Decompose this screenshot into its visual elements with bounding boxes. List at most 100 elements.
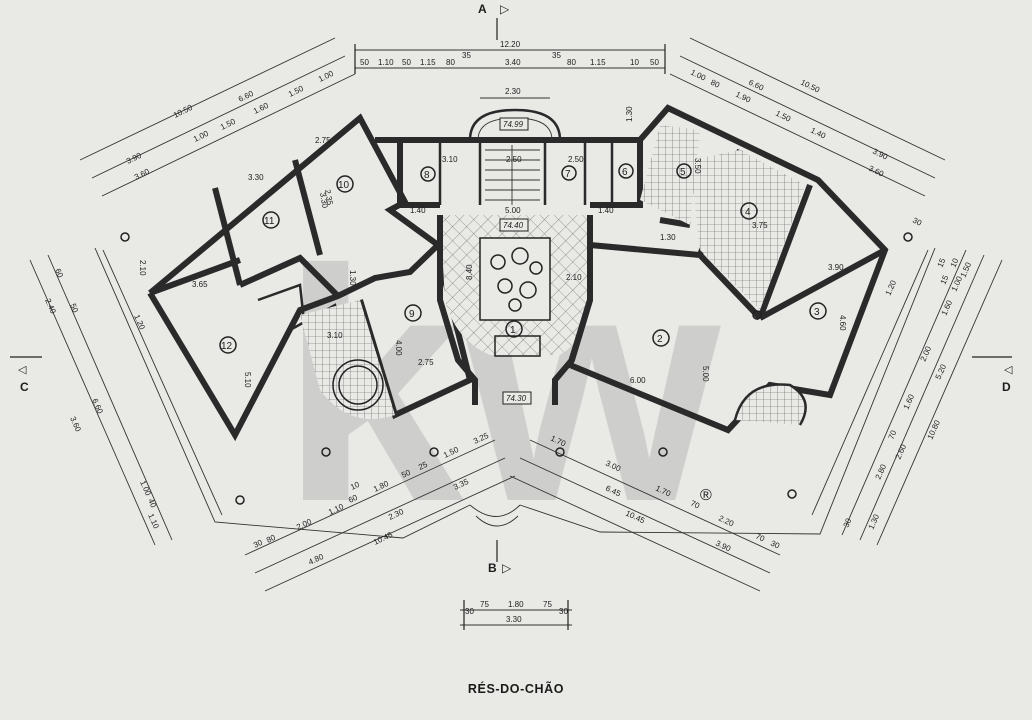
level-mark-stair: 74.99	[503, 120, 524, 129]
level-marks: 74.99 74.40 74.30	[499, 117, 532, 405]
dim-right-top: 3.90	[871, 147, 889, 162]
dim-top-seg: 1.10	[378, 58, 394, 67]
dim-right-side: 1.20	[884, 278, 899, 296]
dim-left-top: 1.00	[317, 69, 335, 84]
section-marker-d-label: D	[1002, 380, 1011, 394]
dim-right-side: 10.80	[926, 418, 943, 440]
room-dim-label: 3.50	[693, 158, 702, 174]
room-dim-label: 6.00	[630, 376, 646, 385]
dim-right-side: 30	[911, 216, 923, 228]
dim-left-side: 6.60	[90, 397, 105, 415]
section-marker-b-arrow-icon: ▷	[502, 561, 512, 575]
dim-right-top: 1.40	[809, 126, 827, 141]
room-number-5: 5	[680, 167, 686, 178]
dim-right-top: 80	[709, 78, 721, 90]
room-dim-label: 5.10	[243, 372, 252, 388]
room-number-11: 11	[264, 216, 275, 227]
dim-left-top: 1.50	[219, 117, 237, 132]
dim-right-side: 10	[949, 257, 961, 269]
room-dim-label: 3.75	[752, 221, 768, 230]
room-number-12: 12	[221, 341, 233, 352]
room-number-2: 2	[657, 334, 663, 345]
room-dim-label: 3.65	[192, 280, 208, 289]
room-dim-label: 2.75	[315, 136, 331, 145]
room-number-4: 4	[745, 207, 751, 218]
dim-right-side: 2.60	[894, 442, 909, 460]
dim-bottom-right: 70	[689, 499, 701, 511]
dim-left-side: 50	[68, 302, 80, 314]
watermark-registered-mark: ®	[700, 487, 712, 504]
level-mark-hall: 74.40	[503, 221, 524, 230]
room-dim-label: 2.10	[566, 273, 582, 282]
dim-right-side: 1.30	[867, 512, 882, 530]
dim-bottom-center: 3.30	[506, 615, 522, 624]
dim-top-seg: 35	[552, 51, 561, 60]
bottom-right-dimension-chain: 1.70 1.70 70 2.20 70 30 3.00 6.45 10.45 …	[509, 434, 782, 592]
dim-top-seg: 1.15	[420, 58, 436, 67]
room-dim-label: 8.40	[465, 264, 474, 280]
dim-bottom-center: 30	[559, 607, 568, 616]
room-numbers: 1 2 3 4 5 6 7 8 9 10 11 12	[219, 163, 827, 354]
level-mark-entrance: 74.30	[506, 394, 527, 403]
terrace-outline	[94, 247, 936, 539]
dim-right-side: 1.60	[940, 298, 955, 316]
dim-top-total: 12.20	[500, 40, 521, 49]
room-dim-label: 2.50	[506, 155, 522, 164]
dim-top-seg: 35	[462, 51, 471, 60]
room-dim-label: 4.60	[838, 315, 847, 331]
dim-right-side: 1.50	[959, 260, 974, 278]
section-marker-d-arrow-icon: ◁	[1004, 364, 1013, 376]
dim-bottom-left: 25	[417, 460, 429, 472]
room-number-10: 10	[338, 180, 350, 191]
dim-bottom-right: 70	[754, 532, 766, 544]
dim-top-seg: 3.40	[505, 58, 521, 67]
room-dim-label: 3.10	[327, 331, 343, 340]
left-top-dimension-chain: 10.50 6.60 1.00 1.50 1.60 1.50 1.00 3.90…	[79, 37, 356, 197]
dim-bottom-center: 75	[543, 600, 552, 609]
section-marker-a-arrow-icon: ▷	[500, 2, 510, 16]
room-dim-label: 1.40	[410, 206, 426, 215]
dim-left-top: 10.50	[172, 103, 194, 120]
room-dim-label: 3.10	[442, 155, 458, 164]
room-number-8: 8	[424, 170, 430, 181]
dim-left-side: 1.10	[146, 512, 161, 530]
dim-right-side: 2.00	[919, 344, 934, 362]
room-dim-label: 2.75	[418, 358, 434, 367]
dim-left-side: 2.40	[43, 297, 58, 315]
room-number-1: 1	[510, 325, 516, 336]
dim-bottom-left: 50	[400, 468, 412, 480]
room-dim-label: 1.30	[660, 233, 676, 242]
dim-right-side: 15	[936, 257, 948, 269]
room-dim-label: 5.00	[505, 206, 521, 215]
room-dim-label: 2.50	[568, 155, 584, 164]
room-dim-label: 4.00	[394, 340, 403, 356]
section-marker-c-arrow-icon: ◁	[18, 364, 27, 376]
section-marker-a-label: A	[478, 2, 487, 16]
top-service-block	[375, 108, 643, 208]
columns	[120, 232, 913, 505]
right-wing-walls	[566, 104, 889, 434]
room-dim-label: 3.30	[248, 173, 264, 182]
dim-left-top: 1.60	[252, 101, 270, 116]
dim-bottom-left: 80	[265, 533, 277, 545]
bottom-center-dimension-chain: 30 75 1.80 75 30 3.30	[460, 600, 572, 630]
dim-right-top: 1.50	[774, 109, 792, 124]
room-dim-label: 1.30	[348, 270, 357, 286]
dim-top-seg: 80	[446, 58, 455, 67]
dim-left-top: 1.50	[287, 84, 305, 99]
dim-left-side: 1.00	[138, 479, 153, 497]
dim-bottom-left: 60	[347, 493, 359, 505]
dim-bottom-center: 30	[465, 607, 474, 616]
planter-plants	[490, 247, 543, 312]
room-number-6: 6	[622, 167, 628, 178]
room-number-9: 9	[409, 309, 415, 320]
dim-right-top: 1.00	[689, 68, 707, 83]
dim-top-seg: 10	[630, 58, 639, 67]
section-marker-c: ◁ C	[10, 356, 42, 394]
dim-left-top: 6.60	[237, 89, 255, 104]
dim-right-side: 70	[887, 429, 899, 441]
dim-top-stair: 2.30	[505, 87, 521, 96]
room-dim-label: 1.40	[598, 206, 614, 215]
